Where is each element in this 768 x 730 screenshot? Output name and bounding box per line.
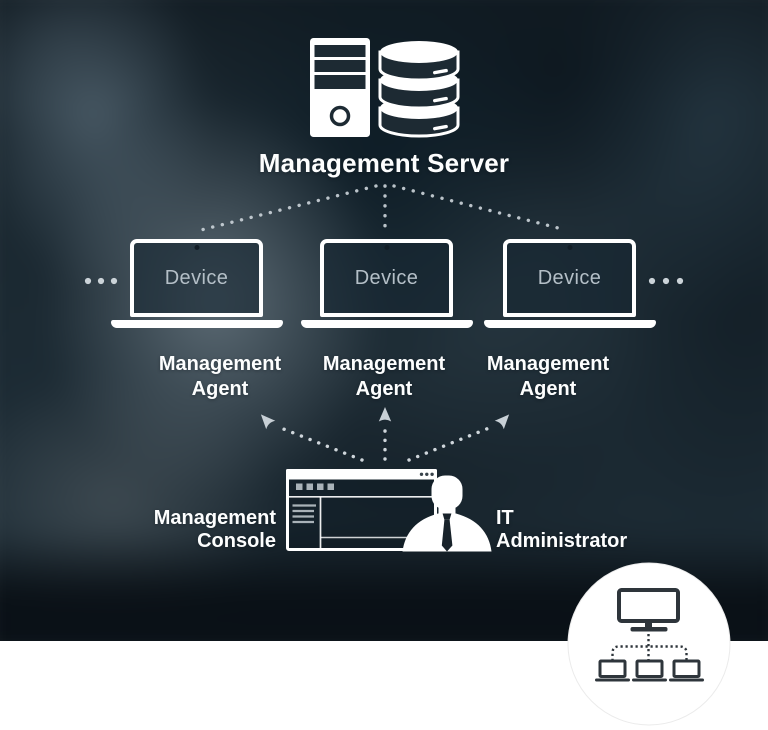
dotted-arrow-links (260, 407, 510, 462)
agent-label-line: Management (158, 353, 282, 375)
tie-icon (442, 513, 452, 520)
link-server-device-left (199, 184, 378, 232)
device-laptop-left: Device (110, 239, 283, 331)
ellipsis-left-icon (84, 277, 118, 285)
laptop-base (483, 320, 656, 328)
console-label-line: Management (153, 507, 276, 529)
agent-label-line: Agent (355, 377, 413, 400)
console-toolbar-icons (296, 483, 334, 490)
laptop-screen: Device (130, 239, 263, 317)
database-stack-icon (378, 41, 460, 138)
agent-label-line: Management (486, 353, 610, 375)
device-laptop-right: Device (483, 239, 656, 331)
laptop-screen: Device (320, 239, 453, 317)
arrow-line-left (279, 426, 364, 462)
device-laptop-middle: Device (300, 239, 473, 331)
server-tower-icon (310, 38, 370, 137)
console-label-line: Console (197, 530, 276, 552)
dotted-fan-links (199, 184, 568, 233)
badge-dotted-tree (611, 634, 688, 661)
management-agent-label-left: Management Agent (120, 352, 320, 401)
it-administrator-label: IT Administrator (496, 507, 627, 553)
laptop-base (300, 320, 473, 328)
admin-label-line: IT (496, 507, 514, 529)
link-server-device-right (392, 184, 568, 232)
agent-label-line: Agent (191, 377, 249, 400)
laptop-screen: Device (503, 239, 636, 317)
laptop-camera-icon (194, 245, 199, 250)
console-window-icon (286, 469, 437, 551)
laptop-camera-icon (567, 245, 572, 250)
network-topology-icon (567, 562, 731, 726)
person-silhouette-icon (402, 475, 492, 552)
arrowhead-right-icon (494, 414, 510, 430)
console-titlebar-dots-icon (419, 472, 434, 476)
admin-label-line: Administrator (496, 530, 628, 552)
management-server-title: Management Server (258, 148, 510, 178)
management-agent-label-middle: Management Agent (284, 352, 484, 401)
arrow-line-right (407, 426, 491, 462)
badge-laptop-icons (595, 659, 704, 682)
management-console-label: Management Console (60, 507, 276, 553)
console-sidebar-menu-lines (292, 504, 316, 524)
management-agent-label-right: Management Agent (448, 352, 648, 401)
laptop-base (110, 320, 283, 328)
ellipsis-right-icon (648, 277, 684, 285)
arrowhead-left-icon (260, 414, 276, 430)
db-drum-top (378, 41, 460, 82)
device-label: Device (354, 266, 419, 289)
device-label: Device (164, 266, 229, 289)
laptop-camera-icon (384, 245, 389, 250)
device-label: Device (537, 266, 602, 289)
agent-label-line: Management (322, 353, 446, 375)
arrowhead-middle-icon (378, 407, 392, 422)
console-titlebar (286, 469, 437, 480)
agent-label-line: Agent (519, 377, 577, 400)
